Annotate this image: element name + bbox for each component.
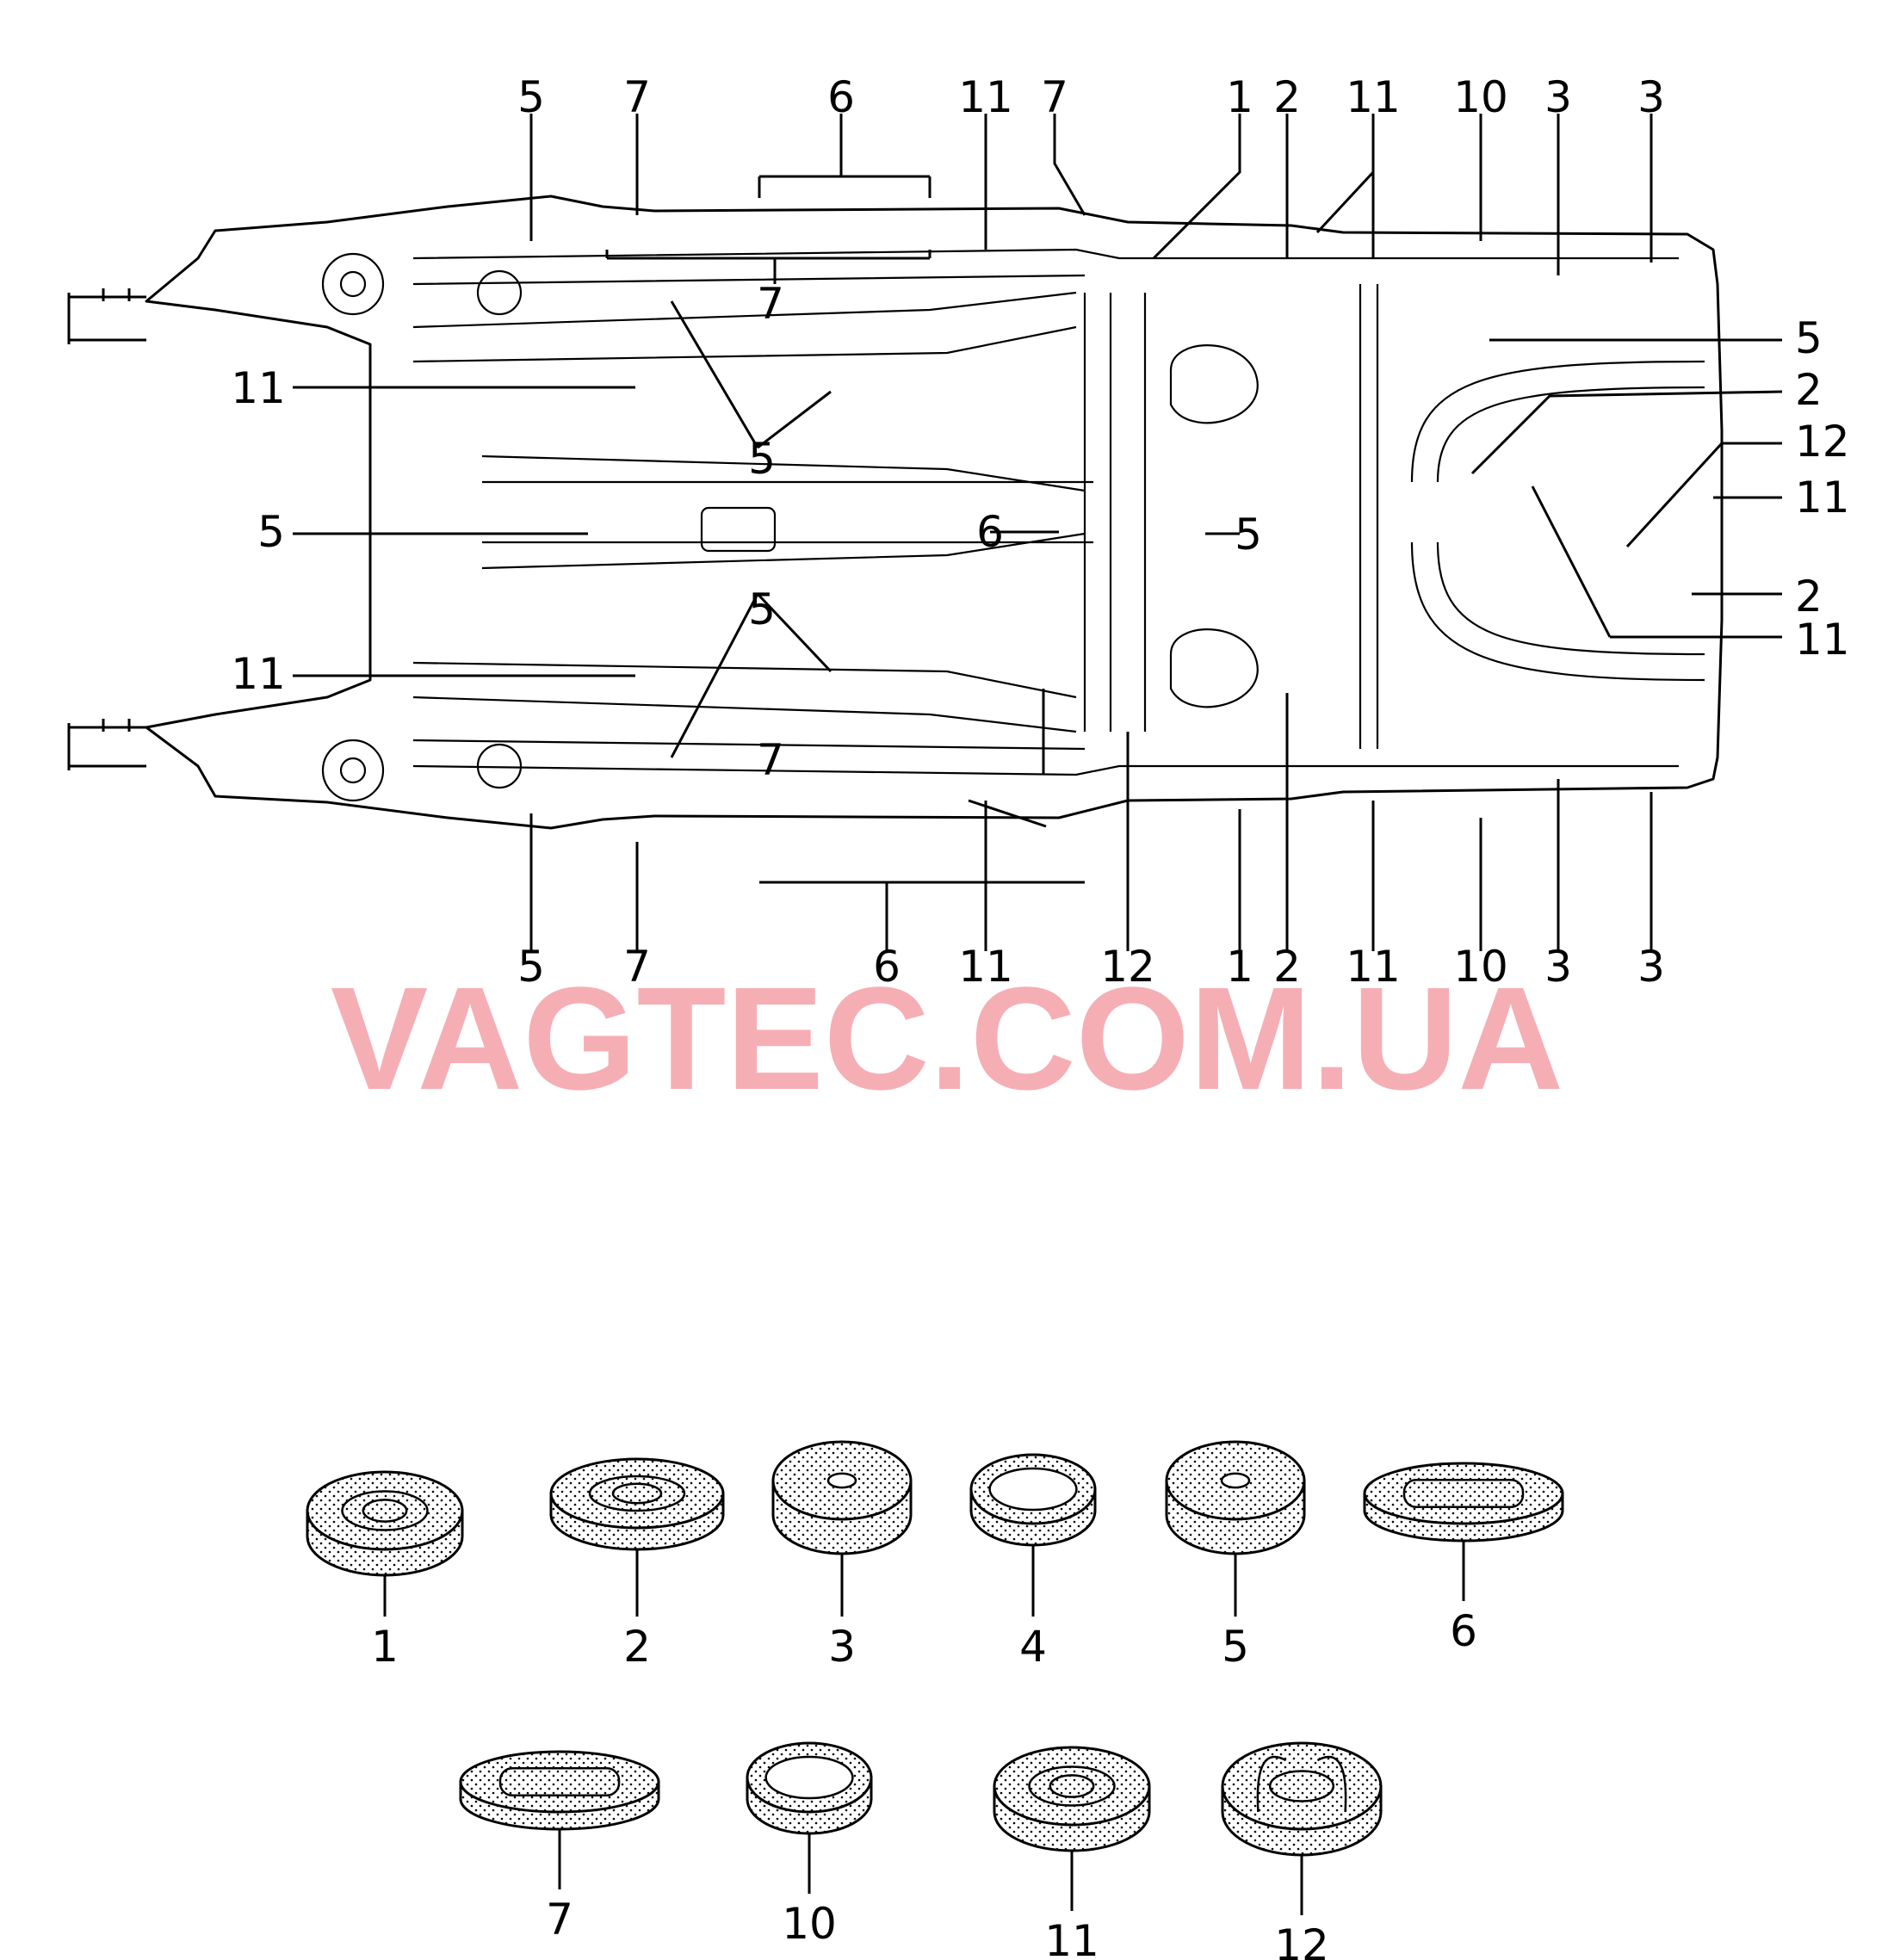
top-callout-9: 3 xyxy=(1544,72,1572,122)
strut-tower-lower-right xyxy=(476,743,523,789)
leader-lines xyxy=(293,114,1783,951)
mid-crossmember xyxy=(1083,293,1147,732)
legend-part-12: 12 xyxy=(1221,1741,1383,1960)
inner-callout-3: 5 xyxy=(1235,510,1262,560)
right-callout-2: 12 xyxy=(1795,417,1850,467)
floor-pan-right xyxy=(1169,628,1259,708)
front-crossmember-upper xyxy=(67,288,146,344)
body-outline xyxy=(145,195,1724,830)
tunnel-opening xyxy=(700,506,777,553)
right-callout-5: 11 xyxy=(1795,615,1850,665)
right-callout-1: 2 xyxy=(1795,365,1823,415)
inner-callout-0: 7 xyxy=(757,279,784,329)
legend-label-6: 6 xyxy=(1450,1606,1477,1656)
legend-label-1: 1 xyxy=(371,1622,399,1672)
top-callout-7: 11 xyxy=(1346,72,1401,122)
bottom-callout-7: 11 xyxy=(1346,942,1401,992)
rear-crossmember xyxy=(1359,284,1379,749)
bottom-callout-8: 10 xyxy=(1453,942,1508,992)
front-rail-lower xyxy=(412,661,1077,733)
bottom-callout-4: 12 xyxy=(1100,942,1155,992)
top-callout-0: 5 xyxy=(517,72,545,122)
legend-label-10: 10 xyxy=(782,1899,837,1949)
top-callout-1: 7 xyxy=(623,72,651,122)
bottom-callout-0: 5 xyxy=(517,942,545,992)
front-rail-upper xyxy=(412,291,1077,363)
inner-callout-2: 6 xyxy=(976,507,1004,557)
top-callout-2: 6 xyxy=(827,72,855,122)
top-callout-10: 3 xyxy=(1637,72,1665,122)
legend-label-2: 2 xyxy=(623,1622,651,1672)
bottom-callout-2: 6 xyxy=(873,942,901,992)
top-callout-6: 2 xyxy=(1273,72,1301,122)
bottom-callout-10: 3 xyxy=(1637,942,1665,992)
legend-part-11: 11 xyxy=(993,1746,1151,1960)
strut-tower-upper-left xyxy=(321,252,385,316)
legend-label-3: 3 xyxy=(828,1622,856,1672)
vehicle-underbody xyxy=(67,195,1724,830)
legend-part-5: 5 xyxy=(1165,1440,1306,1672)
bottom-callout-3: 11 xyxy=(958,942,1013,992)
legend-part-10: 10 xyxy=(746,1741,873,1949)
left-callout-2: 11 xyxy=(231,649,286,699)
floor-pan-left xyxy=(1169,344,1259,424)
right-callout-0: 5 xyxy=(1795,313,1823,363)
upper-sill xyxy=(412,248,1679,260)
bottom-callout-9: 3 xyxy=(1544,942,1572,992)
rear-floor-well-inner xyxy=(1436,386,1705,656)
right-callout-4: 2 xyxy=(1795,572,1823,621)
inner-callout-1: 5 xyxy=(748,434,776,484)
legend-label-11: 11 xyxy=(1044,1916,1099,1960)
legend-label-7: 7 xyxy=(546,1895,573,1945)
inner-callout-5: 7 xyxy=(757,735,784,785)
inner-callout-4: 5 xyxy=(748,584,776,634)
bottom-callout-1: 7 xyxy=(623,942,651,992)
legend-part-2: 2 xyxy=(549,1457,725,1672)
front-crossmember-lower xyxy=(67,719,146,770)
left-callout-0: 11 xyxy=(231,363,286,413)
legend-label-4: 4 xyxy=(1019,1622,1047,1672)
legend-part-7: 7 xyxy=(459,1750,660,1945)
strut-tower-upper-left-inner xyxy=(339,270,367,298)
top-callout-8: 10 xyxy=(1453,72,1508,122)
top-callout-4: 7 xyxy=(1041,72,1068,122)
legend-label-5: 5 xyxy=(1222,1622,1249,1672)
legend-label-12: 12 xyxy=(1274,1920,1329,1960)
center-tunnel xyxy=(481,454,1093,570)
right-callout-3: 11 xyxy=(1795,473,1850,522)
top-callout-3: 11 xyxy=(958,72,1013,122)
bottom-callout-5: 1 xyxy=(1226,942,1253,992)
strut-tower-lower-left xyxy=(321,739,385,802)
strut-tower-lower-left-inner xyxy=(339,757,367,784)
strut-tower-upper-right xyxy=(476,269,523,316)
left-callout-1: 5 xyxy=(257,507,285,557)
bottom-callout-6: 2 xyxy=(1273,942,1301,992)
lower-sill xyxy=(412,764,1679,776)
top-callout-5: 1 xyxy=(1226,72,1253,122)
legend-part-6: 6 xyxy=(1363,1462,1564,1656)
sill-inner xyxy=(412,274,1086,751)
watermark: VAGTEC.COM.UA xyxy=(331,957,1563,1121)
legend-part-4: 4 xyxy=(969,1453,1097,1672)
rear-floor-well xyxy=(1410,360,1705,682)
legend-part-3: 3 xyxy=(771,1440,913,1672)
legend-part-1: 1 xyxy=(306,1470,464,1672)
